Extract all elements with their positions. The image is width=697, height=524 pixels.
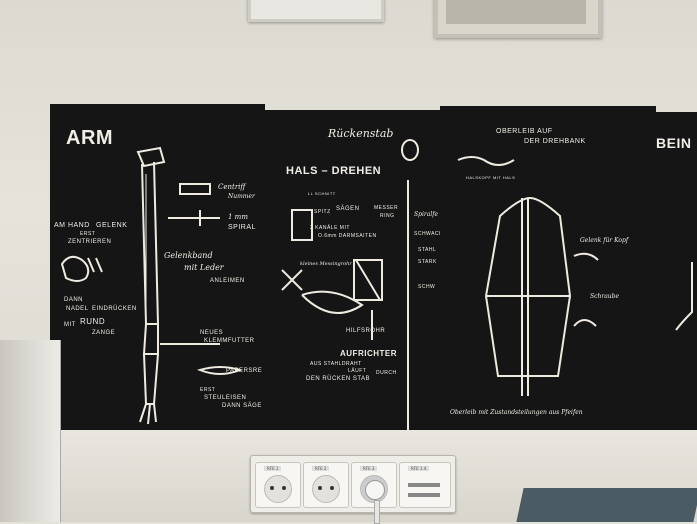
socket-slot — [408, 493, 440, 497]
label-steuleisen: STEULEISEN — [204, 395, 247, 401]
label-neues: NEUES — [200, 330, 224, 336]
arm-title: ARM — [66, 127, 114, 149]
label-stark: STARK — [418, 259, 437, 265]
power-socket-2: RFE 2 — [303, 462, 349, 508]
label-hals-handkopf: HALSKOPF MIT HALS — [466, 175, 516, 180]
label-dann-saege: DANN SÄGE — [222, 403, 262, 409]
label-eindruecken: EINDRÜCKEN — [92, 306, 137, 312]
socket-pin — [270, 486, 274, 490]
label-ring: RING — [380, 213, 395, 219]
label-am-hand: AM HAND — [54, 222, 90, 229]
title-rueckenstab: Rückenstab — [328, 127, 394, 140]
picture-frame-right — [434, 0, 602, 38]
label-zentrieren: ZENTRIEREN — [68, 239, 112, 245]
label-zange: ZANGE — [92, 330, 116, 336]
label-schw: SCHW — [418, 284, 436, 290]
board-arm: ARM AM HAND GELENK ERST ZENTRIEREN DANN … — [50, 104, 268, 430]
label-stahl: STAHL — [418, 247, 437, 253]
label-mit: MIT — [64, 322, 76, 328]
label-saegen: SÄGEN — [336, 206, 360, 212]
label-laeuft: LÄUFT — [348, 368, 367, 374]
label-gelenk: GELENK — [96, 222, 128, 229]
label-gelenk-kopf: Gelenk für Kopf — [580, 237, 629, 244]
picture-content — [446, 0, 586, 24]
label-spirale: SPIRAL — [228, 224, 256, 231]
label-messing: kleines Messingrohr — [300, 261, 352, 267]
label-schraube: Schraube — [590, 293, 620, 300]
label-den-ruecken: DEN RÜCKEN STAB — [306, 376, 371, 382]
bein-title: BEIN — [656, 135, 692, 151]
label-oberleib-foot: Oberleib mit Zustandsteilungen aus Pfeif… — [450, 409, 583, 416]
label-klemmfutter: KLEMMFUTTER — [204, 338, 255, 344]
arm-drawing — [60, 146, 244, 425]
label-durch: DURCH — [376, 370, 397, 376]
socket-cup-3 — [360, 475, 388, 503]
label-spiralfeder: Spiralfe — [414, 211, 439, 218]
label-erst: ERST — [80, 231, 96, 237]
label-rund: RUND — [80, 317, 106, 326]
label-aus-stahl: AUS STAHLDRAHT — [310, 361, 362, 367]
label-gelenkband: Gelenkband — [164, 251, 213, 260]
socket-pin — [318, 486, 322, 490]
label-hilfsrohr: HILFSROHR — [346, 328, 386, 334]
power-socket-strip: RFE 1 RFE 2 RFE 3 RFE 1.4 — [250, 455, 456, 513]
label-anleimen: ANLEIMEN — [210, 278, 245, 284]
socket-pin — [282, 486, 286, 490]
picture-frame-left — [248, 0, 384, 22]
label-1mm: 1 mm — [228, 213, 248, 221]
display-shelf — [0, 340, 61, 522]
board-hals: Rückenstab HALS – DREHEN LL SCHNITT SPIT… — [262, 110, 444, 440]
socket-label-2: RFE 2 — [312, 466, 330, 471]
socket-cup-2 — [312, 475, 340, 503]
label-mit-leder: mit Leder — [184, 263, 224, 272]
label-centriff: Centriff — [218, 183, 246, 191]
title-oberleib: OBERLEIB AUF — [496, 128, 553, 135]
label-spitz: SPITZ — [314, 209, 331, 215]
label-darmsaiten: O.6mm DARMSAITEN — [318, 233, 377, 239]
socket-label-1: RFE 1 — [264, 466, 282, 471]
socket-pin — [330, 486, 334, 490]
label-schwach: SCHWACH — [414, 231, 444, 237]
board-bein: BEIN — [654, 112, 697, 432]
power-cable — [374, 500, 380, 524]
label-dann: DANN — [64, 297, 84, 303]
title-drehbank: DER DREHBANK — [524, 138, 586, 145]
label-schnitt: LL SCHNITT — [308, 191, 336, 196]
power-socket-4: RFE 1.4 — [399, 462, 451, 508]
hals-drawing — [281, 139, 419, 440]
label-papersreif: PAPERSREIF — [226, 368, 269, 374]
label-nadel: NADEL — [66, 306, 89, 312]
board-torso: OBERLEIB AUF DER DREHBANK HALSKOPF MIT H… — [440, 106, 656, 436]
label-aufrichter: AUFRICHTER — [340, 349, 397, 358]
socket-cup-1 — [264, 475, 292, 503]
socket-label-4: RFE 1.4 — [408, 466, 430, 471]
magazine-on-table — [516, 488, 697, 522]
power-socket-1: RFE 1 — [255, 462, 301, 508]
label-kanaele: 2 KANÄLE MIT — [310, 225, 350, 231]
label-erst2: ERST — [200, 387, 216, 393]
label-messer: MESSER — [374, 205, 399, 211]
socket-slot — [408, 483, 440, 487]
title-hals-drehen: HALS – DREHEN — [286, 165, 382, 177]
torso-drawing — [457, 156, 599, 396]
label-nummer: Nummer — [228, 193, 255, 200]
bein-drawing — [675, 262, 693, 331]
socket-label-3: RFE 3 — [360, 466, 378, 471]
plug — [365, 480, 385, 500]
